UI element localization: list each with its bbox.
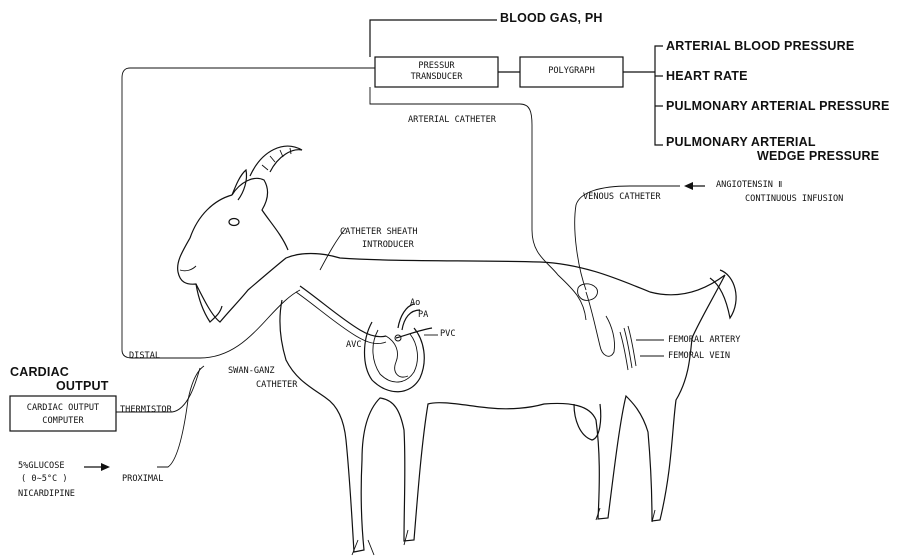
cardiac-output-label-1: CARDIAC (10, 366, 69, 379)
catheter-sheath-label-2: INTRODUCER (362, 241, 414, 250)
femoral-artery (620, 326, 636, 370)
proximal-line (157, 366, 204, 467)
thermistor-label: THERMISTOR (120, 406, 172, 415)
glucose-label: 5%GLUCOSE (18, 462, 65, 471)
pulmonary-arterial-pressure-label: PULMONARY ARTERIAL PRESSURE (666, 100, 889, 113)
pa-label: PA (418, 311, 428, 320)
ao-label: Ao (410, 299, 420, 308)
avc-label: AVC (346, 341, 362, 350)
goat-eye (229, 219, 239, 226)
femoral-artery-label: FEMORAL ARTERY (668, 336, 740, 345)
blood-gas-line (370, 20, 497, 57)
femoral-vein-label: FEMORAL VEIN (668, 352, 730, 361)
distal-label: DISTAL (129, 352, 160, 361)
goat-ear (232, 170, 247, 200)
polygraph-label: POLYGRAPH (520, 67, 623, 76)
pressure-transducer-label: PRESSUR TRANSDUCER (375, 61, 498, 83)
glucose-arrowhead (101, 463, 110, 471)
pvc-label: PVC (440, 330, 456, 339)
venous-catheter-label: VENOUS CATHETER (583, 193, 661, 202)
proximal-label: PROXIMAL (122, 475, 163, 484)
angiotensin-arrowhead (684, 182, 693, 190)
wedge-pressure-label-1: PULMONARY ARTERIAL (666, 136, 816, 149)
goat-horn (250, 146, 302, 176)
blood-gas-label: BLOOD GAS, PH (500, 12, 603, 25)
goat-hooves (352, 508, 655, 555)
outputs-bracket (655, 46, 663, 145)
heart-rate-label: HEART RATE (666, 70, 748, 83)
goat-beard (196, 284, 222, 322)
arterial-blood-pressure-label: ARTERIAL BLOOD PRESSURE (666, 40, 854, 53)
femoral-vessels (586, 292, 615, 356)
goat-head (232, 178, 288, 250)
arterial-catheter-label: ARTERIAL CATHETER (408, 116, 496, 125)
neck-catheter-sheath (300, 286, 386, 337)
temperature-label: ( 0∼5°C ) (21, 475, 68, 484)
angiotensin-label: ANGIOTENSIN Ⅱ (716, 181, 782, 190)
goat-tail (710, 270, 736, 318)
catheter-in-heart (386, 336, 408, 377)
catheter-sheath-label-1: CATHETER SHEATH (340, 228, 418, 237)
goat-mouth (180, 266, 196, 271)
continuous-infusion-label: CONTINUOUS INFUSION (745, 195, 843, 204)
swan-ganz-label-2: CATHETER (256, 381, 297, 390)
cardiac-output-label-2: OUTPUT (56, 380, 109, 393)
cardiac-output-computer-label: CARDIAC OUTPUT COMPUTER (10, 402, 116, 428)
goat-horn-ridges (262, 148, 291, 170)
wedge-pressure-label-2: WEDGE PRESSURE (757, 150, 879, 163)
nicardipine-label: NICARDIPINE (18, 490, 75, 499)
swan-ganz-label-1: SWAN-GANZ (228, 367, 275, 376)
pulmonary-artery (396, 328, 432, 338)
